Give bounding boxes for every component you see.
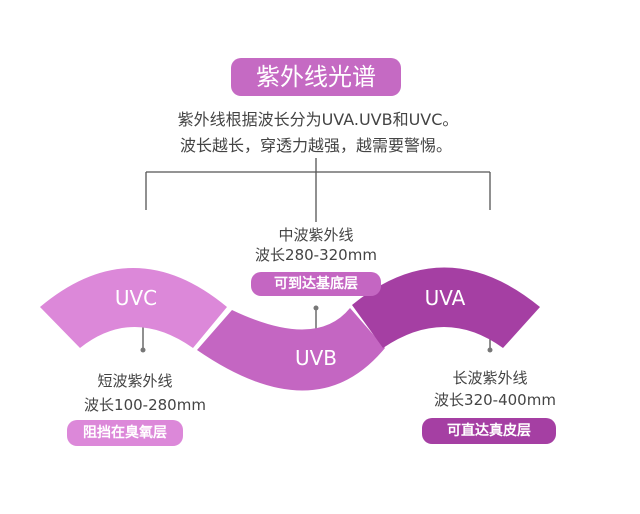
- uvb-range: 波长280-320mm: [255, 246, 377, 264]
- uva-name: 长波紫外线: [452, 369, 528, 387]
- uvc-range: 波长100-280mm: [84, 396, 206, 414]
- intro-line-1: 紫外线根据波长分为UVA.UVB和UVC。: [177, 110, 459, 129]
- connector-lines: [142, 158, 491, 350]
- uva-label: UVA: [424, 286, 466, 310]
- uvb-label: UVB: [294, 346, 338, 370]
- uvb-name: 中波紫外线: [278, 226, 354, 244]
- uvb-effect-badge: 可到达基底层: [251, 272, 381, 296]
- uva-effect-badge: 可直达真皮层: [422, 418, 556, 444]
- uvc-effect-badge: 阻挡在臭氧层: [67, 420, 183, 446]
- uvc-name: 短波紫外线: [97, 372, 173, 390]
- intro-line-2: 波长越长，穿透力越强，越需要警惕。: [179, 136, 453, 155]
- connector-dots: [140, 305, 493, 353]
- uva-band: [352, 267, 540, 348]
- uvc-band: [40, 268, 227, 348]
- uvb-band: [197, 308, 385, 391]
- title-badge: 紫外线光谱: [231, 58, 401, 96]
- uva-range: 波长320-400mm: [434, 391, 556, 409]
- uvc-label: UVC: [114, 286, 158, 310]
